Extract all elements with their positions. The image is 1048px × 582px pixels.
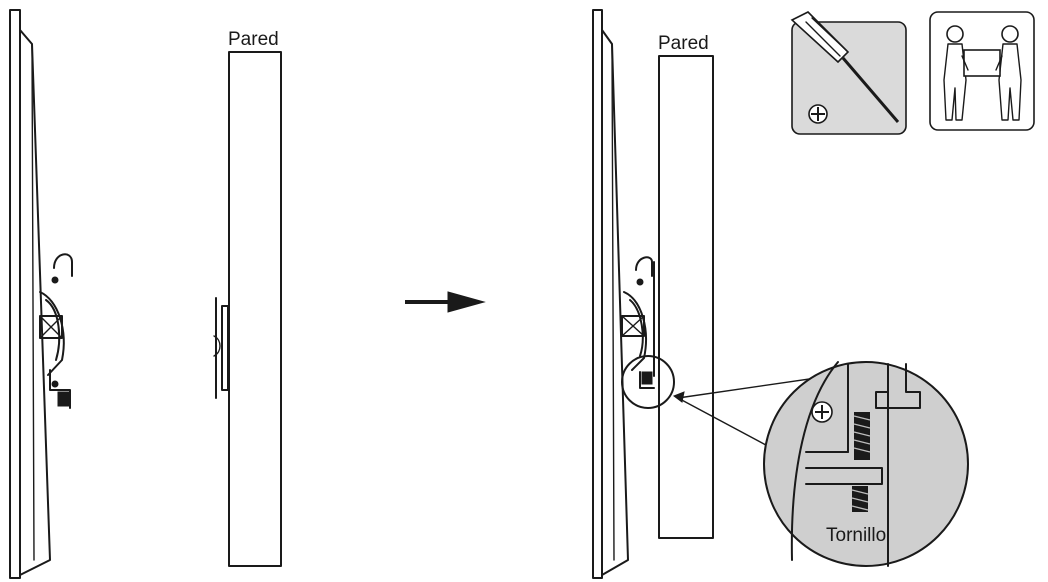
direction-arrow (405, 291, 486, 313)
tv-bracket-left (39, 253, 73, 409)
two-people-carrying-icon (929, 11, 1035, 131)
wall-plate-left (213, 297, 229, 399)
wall-label-left: Pared (228, 29, 279, 50)
zoom-source-circle (621, 355, 675, 409)
screwdriver-icon (790, 11, 907, 135)
wall-label-right: Pared (658, 33, 709, 54)
zoom-detail-circle (763, 361, 969, 567)
tv-right (592, 9, 629, 579)
tv-bracket-right (621, 256, 655, 389)
wall-right (658, 55, 714, 539)
wall-left (228, 51, 282, 567)
tv-left (9, 9, 51, 579)
screw-label: Tornillo (826, 525, 887, 546)
